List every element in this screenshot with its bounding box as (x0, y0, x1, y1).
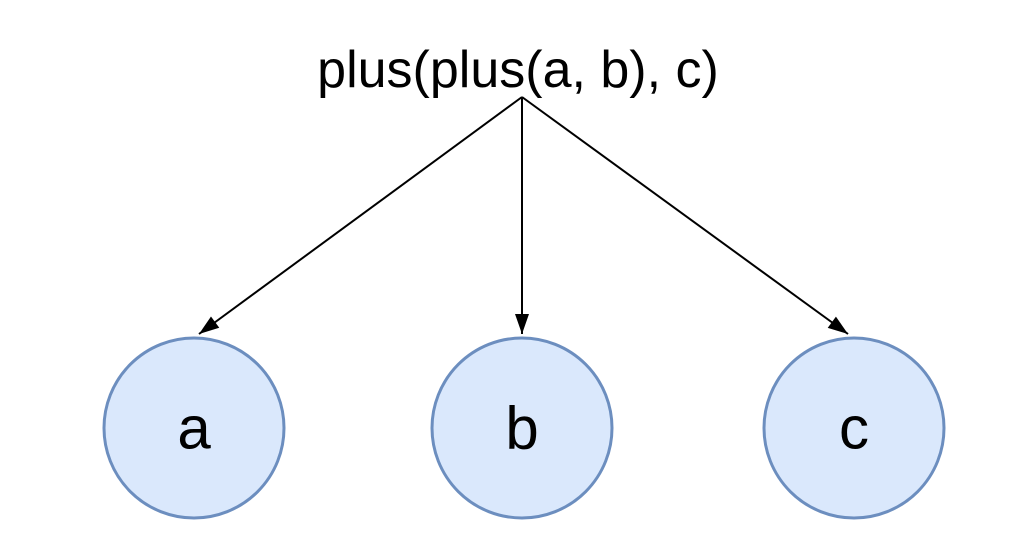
edge-root-to-a (198, 96, 523, 335)
node-b-label: b (505, 395, 538, 462)
edges (198, 96, 849, 335)
node-a-circle (102, 336, 286, 520)
node-a: a (102, 336, 286, 520)
node-c: c (762, 336, 946, 520)
node-b: b (430, 336, 614, 520)
edge-root-to-c (521, 96, 849, 335)
expression-label: plus(plus(a, b), c) (317, 41, 719, 99)
node-c-circle (762, 336, 946, 520)
node-b-circle (430, 336, 614, 520)
node-a-label: a (177, 395, 211, 462)
node-c-label: c (839, 395, 869, 462)
